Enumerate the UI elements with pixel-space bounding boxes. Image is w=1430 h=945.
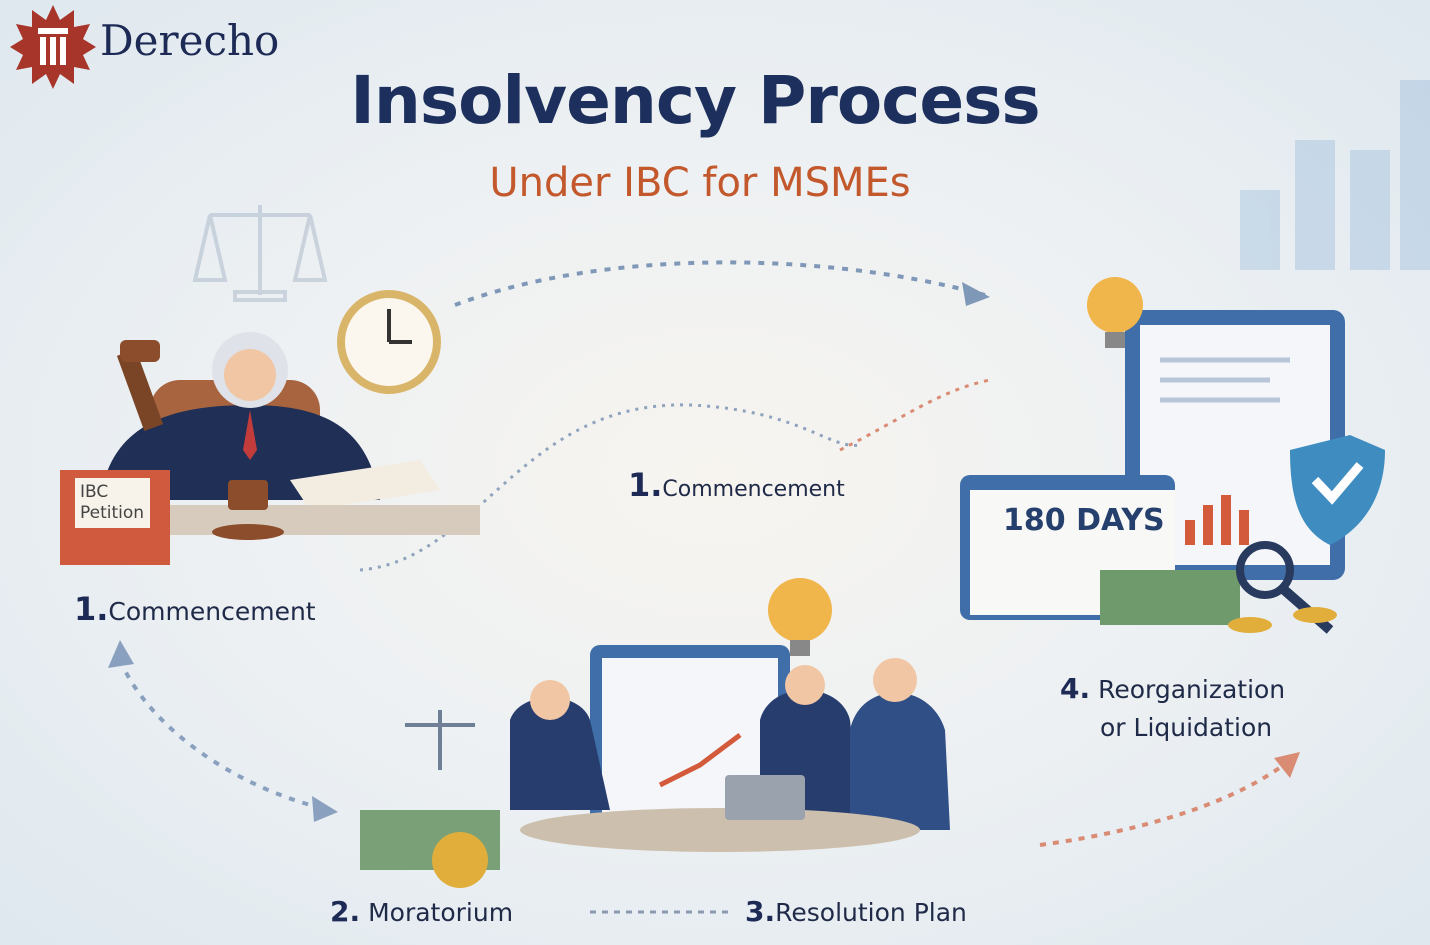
ibc-petition-sign: IBC Petition bbox=[80, 482, 144, 524]
step-text: Moratorium bbox=[368, 898, 514, 927]
step-4-label: 4. Reorganization or Liquidation bbox=[1060, 670, 1285, 747]
judge-illustration bbox=[60, 332, 480, 565]
step-text: Commencement bbox=[662, 477, 845, 502]
resolution-meeting-illustration bbox=[360, 578, 950, 888]
step-number: 1. bbox=[628, 466, 663, 504]
calendar-180-days: 180 DAYS bbox=[1003, 503, 1165, 538]
step-text: Resolution Plan bbox=[775, 898, 967, 927]
step-number: 4. bbox=[1060, 672, 1091, 705]
step-1-label: 1.Commencement bbox=[74, 590, 316, 628]
sign-line-1: IBC bbox=[80, 482, 109, 502]
step-text-line-1: Reorganization bbox=[1098, 675, 1286, 704]
step-3-label: 3.Resolution Plan bbox=[745, 895, 967, 928]
step-text-line-2: or Liquidation bbox=[1100, 713, 1273, 742]
reorganization-illustration bbox=[960, 277, 1385, 634]
step-text: Commencement bbox=[108, 597, 316, 626]
step-number: 1. bbox=[74, 590, 109, 628]
pillar-seal-icon bbox=[10, 5, 96, 89]
sign-line-2: Petition bbox=[80, 503, 145, 523]
page-subtitle: Under IBC for MSMEs bbox=[489, 160, 911, 206]
step-2-label: 2. Moratorium bbox=[330, 895, 513, 928]
clock-icon bbox=[337, 290, 441, 394]
brand-name: Derecho bbox=[100, 16, 280, 65]
step-1-center-label: 1.Commencement bbox=[628, 466, 845, 504]
page-title: Insolvency Process bbox=[350, 62, 1040, 139]
step-number: 3. bbox=[745, 895, 776, 928]
step-number: 2. bbox=[330, 895, 361, 928]
